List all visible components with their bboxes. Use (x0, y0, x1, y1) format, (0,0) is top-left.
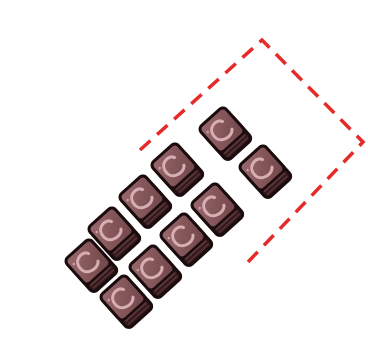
chocolate-piece (198, 106, 253, 161)
chocolate-bar (64, 106, 293, 329)
chocolate-piece (238, 144, 293, 199)
faint-caption: ............ (8, 6, 58, 17)
